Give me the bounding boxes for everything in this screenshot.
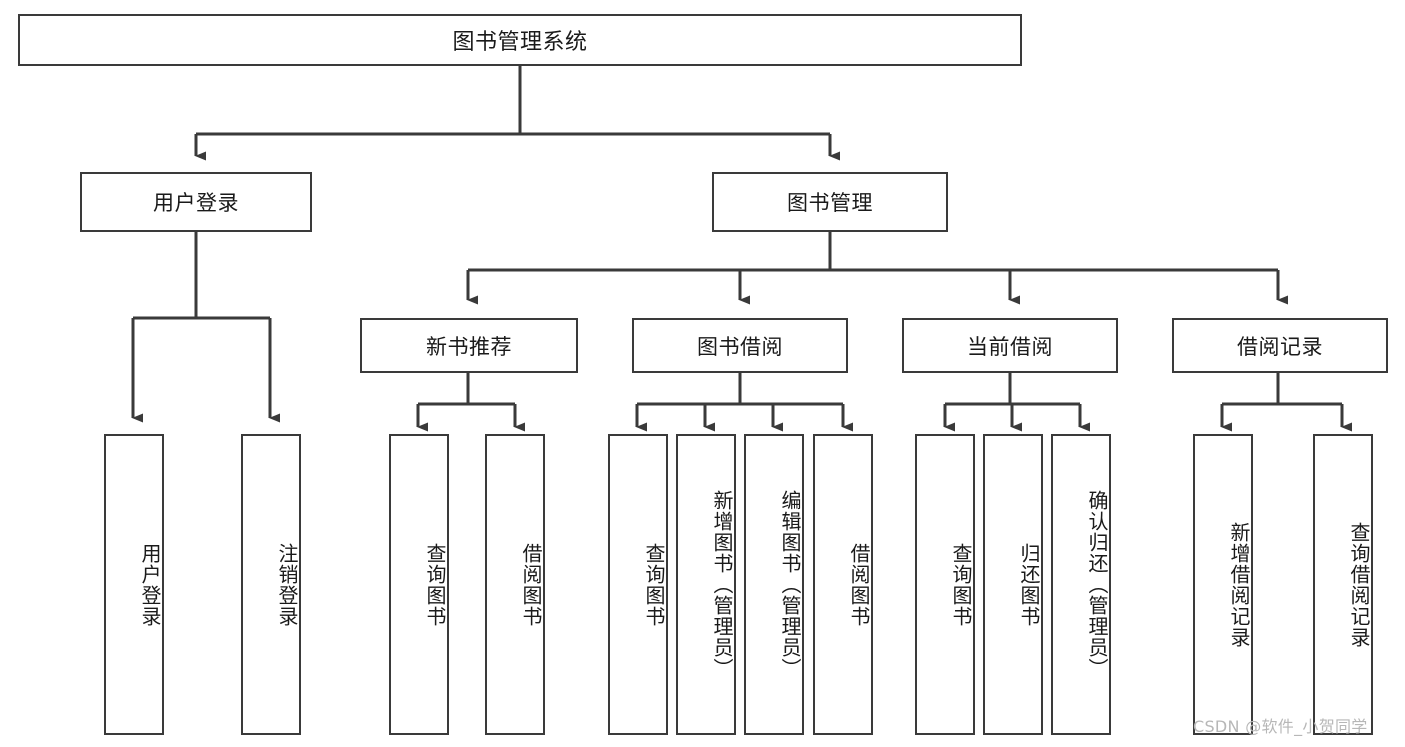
node-new-book-recommend[interactable]: 新书推荐 [360,318,578,373]
node-user-login[interactable]: 用户登录 [80,172,312,232]
watermark-text: CSDN @软件_小贺同学 [1193,717,1368,736]
node-leaf-edit-book[interactable]: 编辑图书（管理员） [744,434,804,735]
node-leaf-confirm-return[interactable]: 确认归还（管理员） [1051,434,1111,735]
node-leaf-user-login[interactable]: 用户登录 [104,434,164,735]
node-borrow-record[interactable]: 借阅记录 [1172,318,1388,373]
node-leaf-query-book-2[interactable]: 查询图书 [608,434,668,735]
node-leaf-borrow-book-1[interactable]: 借阅图书 [485,434,545,735]
node-leaf-add-book[interactable]: 新增图书（管理员） [676,434,736,735]
node-leaf-return-book[interactable]: 归还图书 [983,434,1043,735]
node-leaf-query-book-1[interactable]: 查询图书 [389,434,449,735]
node-book-borrow[interactable]: 图书借阅 [632,318,848,373]
node-leaf-query-book-3[interactable]: 查询图书 [915,434,975,735]
node-leaf-logout-login[interactable]: 注销登录 [241,434,301,735]
node-leaf-query-record[interactable]: 查询借阅记录 [1313,434,1373,735]
node-current-borrow[interactable]: 当前借阅 [902,318,1118,373]
node-leaf-add-record[interactable]: 新增借阅记录 [1193,434,1253,735]
node-root[interactable]: 图书管理系统 [18,14,1022,66]
node-book-manage[interactable]: 图书管理 [712,172,948,232]
node-leaf-borrow-book-2[interactable]: 借阅图书 [813,434,873,735]
